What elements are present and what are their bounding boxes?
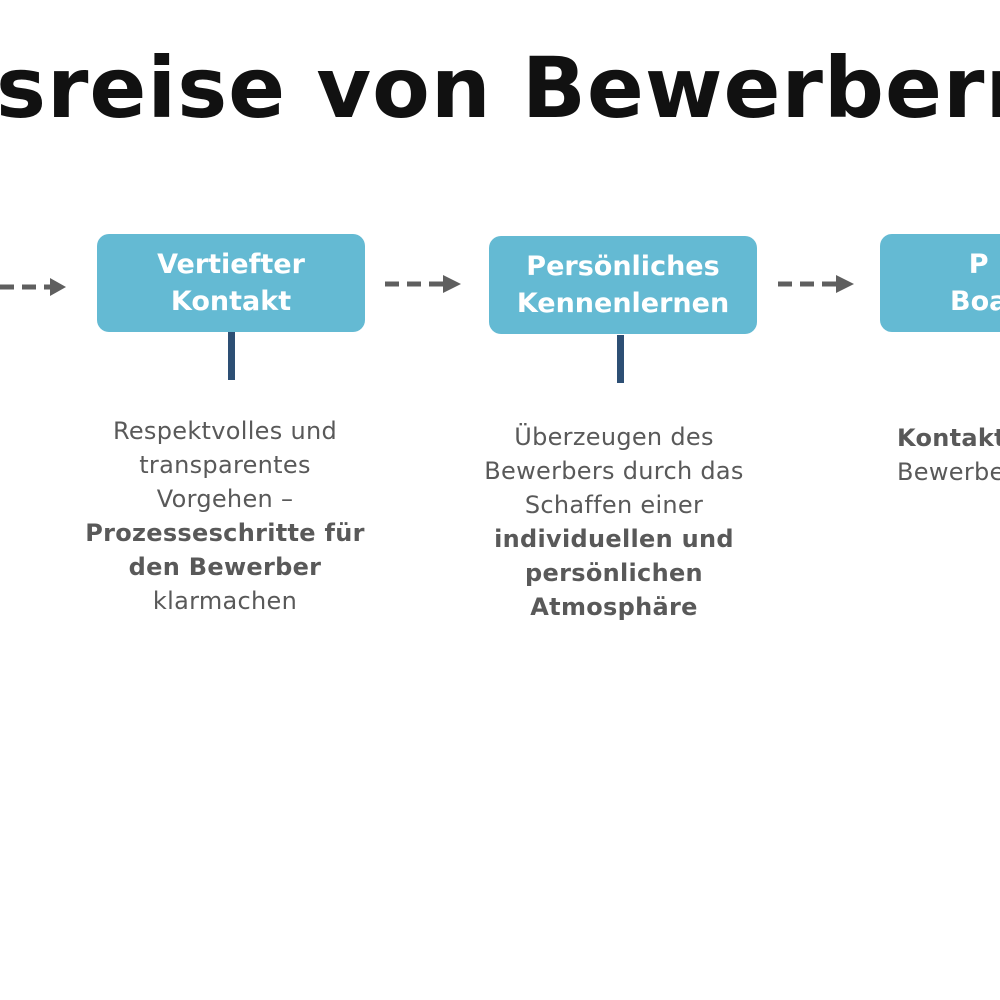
step-box-persoenliches-kennenlernen: Persönliches Kennenlernen bbox=[489, 236, 757, 334]
description-line: Respektvolles und bbox=[112, 417, 338, 445]
description-line: Vorgehen – bbox=[156, 485, 294, 513]
description-line: Überzeugen des bbox=[514, 423, 714, 451]
step-box-vertiefter-kontakt: Vertiefter Kontakt bbox=[97, 234, 365, 332]
dashed-arrow-icon bbox=[778, 275, 854, 293]
dashed-arrow-icon bbox=[0, 278, 66, 296]
description-line-bold: Kontakt bbox=[897, 424, 1000, 452]
description-line-bold: individuellen und bbox=[494, 525, 734, 553]
description-line: transparentes bbox=[139, 451, 311, 479]
description-line: Bewerbers durch das bbox=[484, 457, 744, 485]
step-connector bbox=[228, 332, 235, 380]
description-line-bold: Atmosphäre bbox=[530, 593, 698, 621]
description-line: Schaffen einer bbox=[524, 491, 704, 519]
step-description: Überzeugen des Bewerbers durch das Schaf… bbox=[469, 420, 759, 624]
step-connector bbox=[617, 335, 624, 383]
step-description: Respektvolles und transparentes Vorgehen… bbox=[80, 414, 370, 618]
description-line-bold: den Bewerber bbox=[128, 553, 322, 581]
step-description: Kontakt Bewerbe bbox=[897, 421, 1000, 489]
dashed-arrow-icon bbox=[385, 275, 461, 293]
step-box-partial: P Boa bbox=[880, 234, 1000, 332]
description-line: klarmachen bbox=[152, 587, 298, 615]
description-line: Bewerbe bbox=[897, 458, 1000, 486]
description-line-bold: Prozesseschritte für bbox=[85, 519, 365, 547]
description-line-bold: persönlichen bbox=[525, 559, 703, 587]
page-title: sreise von Bewerbern bbox=[0, 39, 1000, 137]
